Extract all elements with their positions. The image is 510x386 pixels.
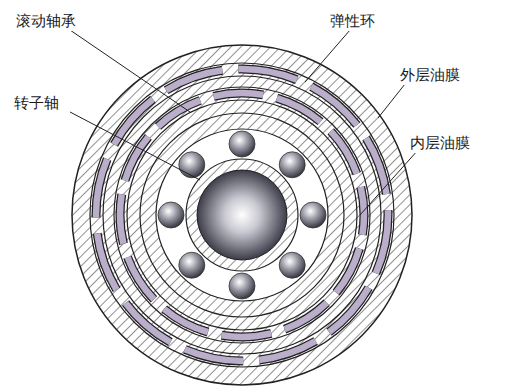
- ball: [279, 152, 305, 178]
- bearing-balls: [158, 131, 326, 299]
- ball: [300, 202, 326, 228]
- leader-lines: [70, 30, 418, 215]
- part-label: 外层油膜: [398, 66, 462, 85]
- ball: [158, 202, 184, 228]
- ball: [179, 152, 205, 178]
- part-label: 转子轴: [12, 94, 61, 113]
- ball: [229, 273, 255, 299]
- part-label: 弹性环: [328, 12, 377, 31]
- damper-rings: [72, 45, 412, 385]
- ball: [279, 252, 305, 278]
- part-label: 内层油膜: [408, 134, 472, 153]
- ball: [179, 252, 205, 278]
- ball: [229, 131, 255, 157]
- part-label: 滚动轴承: [14, 12, 78, 31]
